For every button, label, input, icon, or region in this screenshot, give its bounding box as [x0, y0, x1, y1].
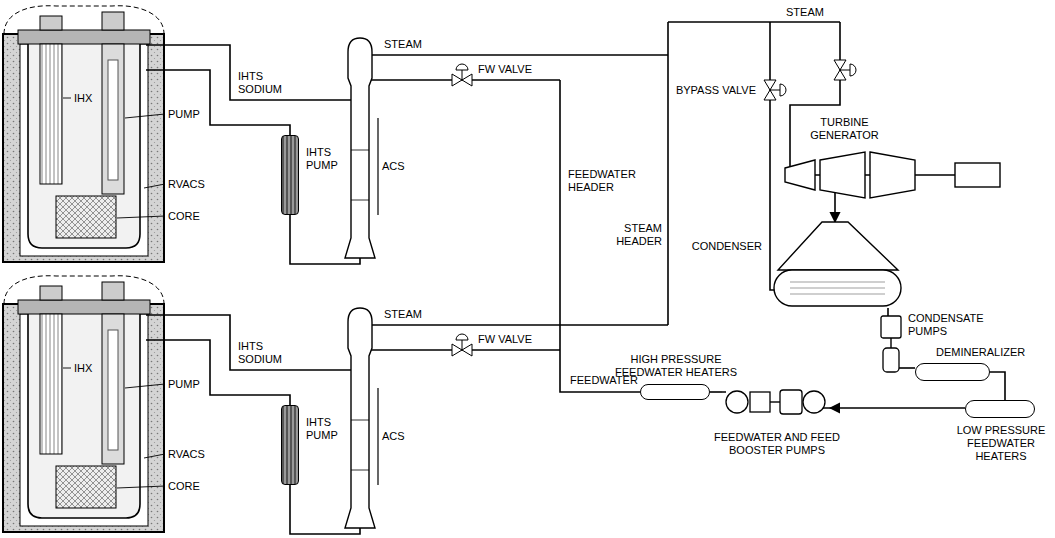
condenser-symbol: [770, 222, 905, 308]
ihts-pump: IHTS PUMP: [281, 135, 299, 215]
demineralizer: DEMINERALIZER: [915, 363, 990, 381]
drawing-part: [955, 163, 1000, 187]
feedwater-heater: HIGH PRESSURE FEEDWATER HEATERS: [640, 384, 710, 400]
part-label: FW VALVE: [478, 63, 532, 76]
drawing-part: [774, 270, 901, 306]
part-label: CORE: [168, 480, 200, 493]
drawing-part: [668, 21, 840, 23]
drawing-part: [881, 316, 901, 338]
drawing-part: [780, 84, 786, 96]
part-label: CORE: [168, 210, 200, 223]
pipe-connector: [902, 367, 915, 369]
drawing-part: [778, 222, 898, 270]
component-label: FEEDWATER AND FEED BOOSTER PUMPS: [712, 431, 842, 457]
pipe-connector: [990, 372, 1005, 400]
drawing-part: [780, 390, 802, 414]
part-label: PUMP: [168, 108, 200, 121]
part-label: STEAM: [384, 38, 422, 51]
part-label: FEEDWATER HEADER: [568, 168, 648, 194]
reactor-module: [3, 6, 668, 264]
component-label: CONDENSER: [692, 240, 762, 253]
drawing-part: [890, 338, 891, 348]
drawing-part: [770, 401, 780, 402]
component-label: TURBINE GENERATOR: [802, 116, 887, 142]
drawing-part: [750, 392, 770, 412]
drawing-part: [803, 391, 825, 413]
component-label: CONDENSATE PUMPS: [908, 312, 998, 338]
part-label: ACS: [382, 160, 405, 173]
part-label: RVACS: [168, 448, 205, 461]
part-label: IHTS SODIUM: [238, 70, 290, 96]
part-label: FW VALVE: [478, 333, 532, 346]
drawing-part: [850, 64, 856, 76]
part-label: RVACS: [168, 178, 205, 191]
reactor-module: [3, 276, 668, 534]
part-label: IHTS SODIUM: [238, 340, 290, 366]
drawing-part: [770, 90, 780, 91]
pipe-connector: [834, 200, 836, 222]
drawing-part: [667, 22, 669, 325]
condensate-pump: CONDENSATE PUMPS: [880, 316, 902, 374]
pipe-connector: [887, 308, 889, 316]
drawing-part: [840, 70, 850, 71]
part-label: FEEDWATER: [570, 374, 638, 387]
feedwater-pumps: FEEDWATER AND FEED BOOSTER PUMPS: [722, 380, 830, 425]
pipe-connector: [710, 391, 722, 393]
part-label: BYPASS VALVE: [664, 84, 756, 97]
condenser: CONDENSER: [770, 222, 905, 308]
valve-symbol: [764, 60, 856, 100]
drawing-part: [790, 282, 885, 294]
part-label: STEAM: [384, 308, 422, 321]
drawing-part: [726, 391, 748, 413]
part-label: ACS: [382, 430, 405, 443]
drawing-part: [870, 152, 915, 198]
component-label: LOW PRESSURE FEEDWATER HEATERS: [954, 424, 1048, 463]
part-label: IHX: [74, 92, 92, 105]
part-label: STEAM: [786, 6, 824, 19]
pipe-connector: [830, 407, 965, 409]
component-label: IHTS PUMP: [306, 416, 344, 442]
drawing-part: [883, 348, 899, 372]
turbine-generator: TURBINE GENERATOR: [780, 150, 1005, 200]
part-label: IHX: [74, 362, 92, 375]
steam-piping: [560, 22, 840, 392]
part-label: STEAM HEADER: [610, 222, 662, 248]
drawing-part: [820, 152, 865, 198]
ihts-pump: IHTS PUMP: [281, 405, 299, 485]
feedwater-pumps-symbol: [722, 380, 830, 425]
drawing-part: [815, 175, 955, 200]
turbine-generator-symbol: [780, 150, 1005, 200]
condensate-pump-symbol: [880, 316, 902, 374]
feedwater-heater: LOW PRESSURE FEEDWATER HEATERS: [965, 400, 1035, 418]
component-label: DEMINERALIZER: [936, 346, 1025, 359]
drawing-part: [785, 160, 815, 190]
drawing-part: [899, 367, 902, 369]
component-label: IHTS PUMP: [306, 146, 344, 172]
drawing-part: [789, 150, 791, 167]
part-label: PUMP: [168, 378, 200, 391]
drawing-part: [770, 22, 776, 290]
